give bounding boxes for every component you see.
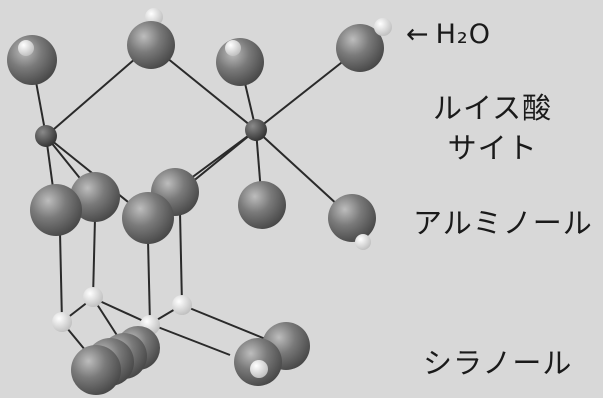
oxygen-atom: [127, 21, 175, 69]
oxygen-atom: [70, 172, 120, 222]
oxygen-atom: [122, 192, 174, 244]
bond: [149, 323, 231, 356]
lewis-acid-sites: [35, 119, 267, 147]
lewis-label-line2: サイト: [447, 131, 538, 165]
top-layer: [7, 8, 392, 86]
oxygen-atom: [328, 194, 376, 242]
bond: [181, 304, 269, 341]
oxygen-atom: [7, 35, 57, 85]
h2o-label: ←H₂O: [406, 19, 491, 50]
hydrogen-atom: [250, 360, 268, 378]
silicon-atom: [172, 295, 192, 315]
bond: [179, 211, 183, 306]
bond: [59, 231, 63, 323]
lewis-label-line1: ルイス酸: [433, 91, 553, 125]
bond: [92, 297, 151, 325]
hydrogen-atom: [374, 18, 392, 36]
bond: [147, 239, 151, 325]
aluminum-atom: [35, 125, 57, 147]
aluminol-label: アルミノール: [413, 206, 593, 240]
hydrogen-atom: [18, 40, 34, 56]
aluminol-layer: [30, 168, 376, 250]
aluminum-atom: [245, 119, 267, 141]
silanol-layer: [71, 322, 310, 395]
oxygen-atom: [71, 345, 121, 395]
arrow-left-icon: ←: [406, 19, 430, 50]
h2o-text: H₂O: [435, 19, 492, 50]
hydrogen-atom: [225, 40, 241, 56]
hydrogen-atom: [355, 234, 371, 250]
silanol-label: シラノール: [423, 346, 573, 380]
oxygen-atom: [238, 181, 286, 229]
silicon-atom: [83, 287, 103, 307]
oxygen-atom: [30, 184, 82, 236]
water-oxygen-atom: [336, 24, 384, 72]
lewis-acid-site-label: ルイス酸 サイト: [433, 88, 552, 168]
bond: [92, 217, 96, 299]
silicon-atom: [52, 312, 72, 332]
